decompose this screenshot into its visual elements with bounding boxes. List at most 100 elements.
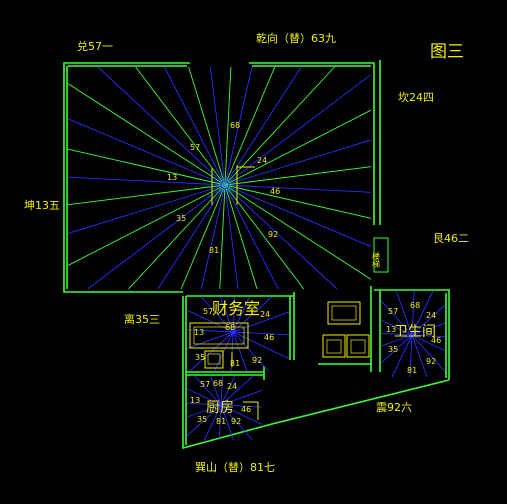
svg-text:35: 35	[388, 345, 398, 354]
main-num-57: 57	[190, 143, 200, 152]
bathroom-walls	[370, 286, 450, 380]
direction-ray	[201, 296, 234, 333]
direction-ray	[186, 331, 234, 349]
direction-ray	[209, 66, 226, 186]
direction-ray	[232, 296, 236, 333]
bathroom-numbers: 68 57 24 13 46 35 92 81	[386, 301, 441, 375]
svg-text:57: 57	[200, 380, 210, 389]
bedroom-numbers: 68 57 24 13 46 35 92 81	[194, 307, 274, 368]
direction-ray	[232, 331, 290, 336]
svg-text:57: 57	[388, 307, 398, 316]
direction-ray	[380, 319, 413, 336]
svg-text:13: 13	[190, 396, 200, 405]
direction-ray	[232, 311, 290, 333]
svg-text:92: 92	[426, 357, 436, 366]
main-room-numbers: 68 57 24 13 46 35 92 81	[167, 121, 280, 255]
direction-ray	[214, 331, 234, 372]
direction-ray	[220, 375, 236, 406]
direction-ray	[220, 296, 234, 333]
main-num-81: 81	[209, 246, 219, 255]
direction-bottom-left: 离35三	[124, 312, 160, 326]
storage-label: 厨房	[206, 400, 234, 416]
direction-ray	[128, 184, 226, 290]
stair-label: 楼梯	[372, 251, 381, 269]
direction-right: 艮46二	[433, 232, 469, 245]
direction-ray	[224, 184, 338, 290]
direction-ray	[220, 375, 223, 406]
direction-ray	[224, 184, 372, 193]
direction-ray	[220, 389, 263, 406]
direction-ray	[186, 329, 234, 333]
direction-top-left: 兑57一	[77, 39, 113, 53]
direction-ray	[411, 334, 446, 372]
direction-ray	[224, 66, 253, 186]
lower-rooms-walls	[182, 292, 450, 450]
direction-ray	[380, 334, 413, 347]
storage-direction-rays	[186, 375, 263, 441]
direction-top-right: 坎24四	[398, 91, 434, 104]
direction-ray	[224, 184, 372, 280]
direction-ray	[135, 66, 226, 186]
main-room-walls	[63, 60, 381, 293]
direction-ray	[224, 184, 279, 290]
bedroom-label: 财务室	[212, 299, 260, 318]
direction-ray	[67, 118, 226, 186]
kitchen-fixtures	[322, 301, 370, 358]
direction-ray	[232, 296, 272, 333]
main-num-68: 68	[230, 121, 240, 130]
direction-left: 坤13五	[24, 198, 60, 212]
direction-ray	[411, 290, 415, 336]
direction-ray	[230, 331, 234, 372]
bedroom-fixtures	[189, 322, 249, 369]
direction-ray	[409, 334, 413, 378]
direction-ray	[219, 184, 226, 290]
direction-ray	[186, 309, 234, 333]
direction-ray	[97, 66, 226, 186]
center-compass-marker	[211, 165, 255, 205]
direction-ray	[411, 322, 446, 336]
direction-ray	[380, 300, 413, 336]
svg-text:81: 81	[407, 366, 417, 375]
direction-ray	[220, 404, 263, 425]
direction-ray	[411, 290, 434, 336]
svg-text:92: 92	[252, 356, 262, 365]
direction-ray	[224, 184, 305, 290]
direction-ray	[220, 375, 254, 406]
direction-ray	[224, 139, 372, 186]
title-label: 图三	[430, 42, 464, 62]
direction-ray	[204, 404, 222, 441]
direction-ray	[67, 148, 226, 186]
bathroom-direction-rays	[380, 290, 446, 378]
direction-ray	[411, 304, 446, 336]
svg-text:35: 35	[195, 353, 205, 362]
direction-ray	[411, 334, 428, 378]
direction-ray	[232, 331, 290, 359]
svg-text:68: 68	[213, 379, 223, 388]
svg-text:13: 13	[194, 328, 204, 337]
main-num-35: 35	[176, 214, 186, 223]
direction-ray	[224, 184, 372, 219]
direction-ray	[200, 184, 226, 290]
direction-ray	[232, 296, 250, 333]
direction-ray	[67, 184, 226, 266]
direction-ray	[232, 331, 248, 372]
direction-ray	[224, 184, 239, 290]
direction-bottom: 巽山（替）81七	[195, 460, 275, 474]
bathroom-label: 卫生间	[394, 324, 436, 340]
direction-ray	[220, 404, 263, 408]
svg-text:81: 81	[216, 417, 226, 426]
main-num-46: 46	[270, 187, 280, 196]
direction-ray	[87, 184, 226, 290]
direction-ray	[224, 184, 258, 290]
direction-ray	[224, 66, 335, 186]
svg-text:24: 24	[426, 311, 436, 320]
direction-ray	[232, 331, 269, 372]
direction-ray	[224, 66, 276, 186]
direction-ray	[218, 404, 222, 441]
direction-ray	[411, 334, 446, 338]
direction-ray	[67, 176, 226, 186]
direction-top: 乾向（替）63九	[256, 31, 336, 45]
svg-text:35: 35	[197, 415, 207, 424]
svg-text:92: 92	[231, 417, 241, 426]
